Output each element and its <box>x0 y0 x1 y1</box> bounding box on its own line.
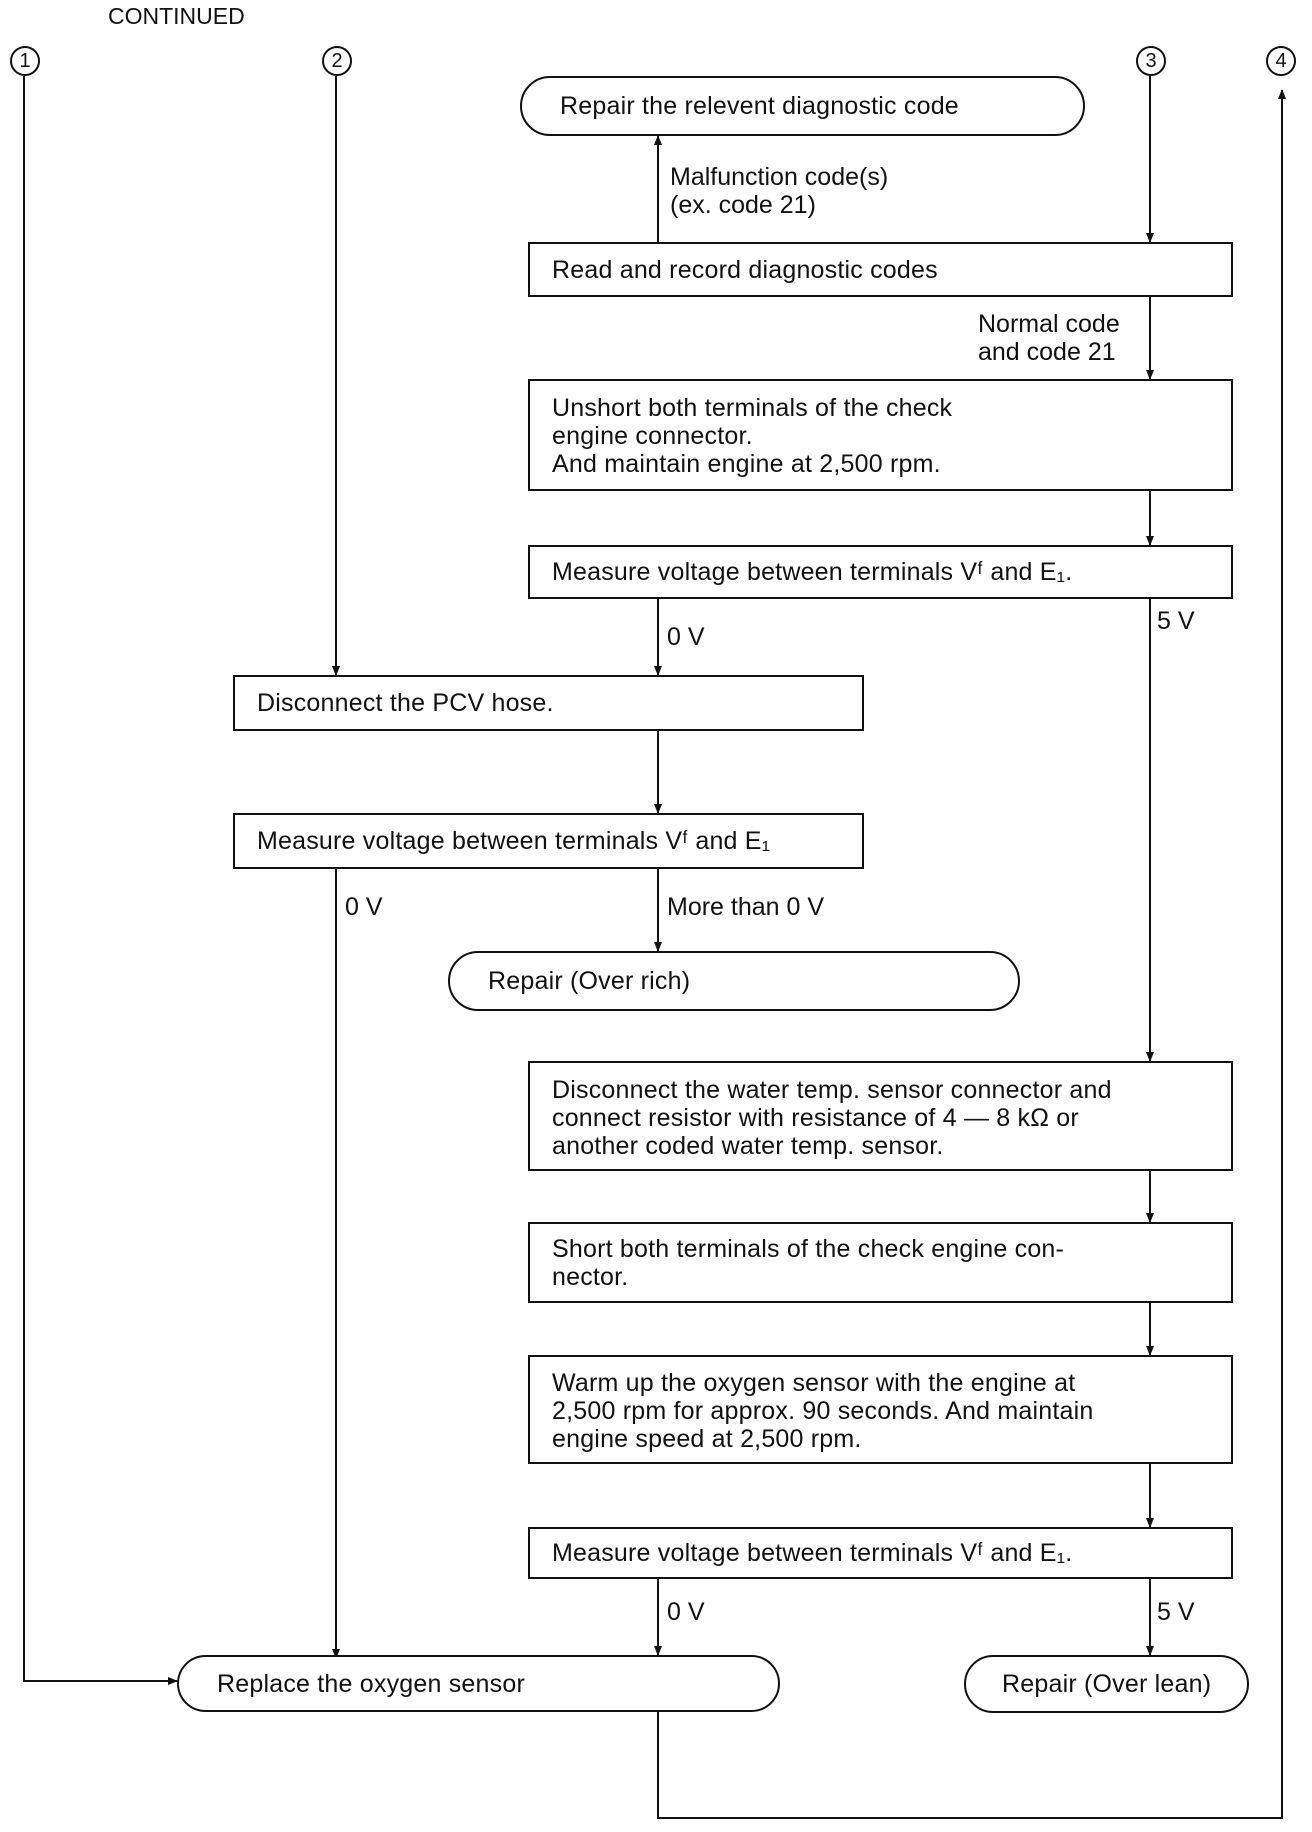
repair-over-lean-node: Repair (Over lean) <box>964 1655 1249 1713</box>
continued-header: CONTINUED <box>108 3 245 29</box>
measure-voltage-2-node: Measure voltage between terminals Vᶠ and… <box>233 813 864 869</box>
m1-5v-label: 5 V <box>1157 607 1195 635</box>
read-record-node: Read and record diagnostic codes <box>528 242 1233 297</box>
connector-4-marker: 4 <box>1266 46 1296 76</box>
flow-line-to-connector-4 <box>657 89 1286 1819</box>
malfunction-label: Malfunction code(s) (ex. code 21) <box>670 163 889 219</box>
replace-oxygen-sensor-node: Replace the oxygen sensor <box>177 1655 780 1712</box>
unshort-node: Unshort both terminals of the check engi… <box>528 379 1233 491</box>
connector-3-marker: 3 <box>1136 46 1166 76</box>
repair-relevent-node: Repair the relevent diagnostic code <box>520 76 1085 136</box>
repair-over-rich-node: Repair (Over rich) <box>448 951 1020 1011</box>
warm-up-node: Warm up the oxygen sensor with the engin… <box>528 1355 1233 1464</box>
m2-more-label: More than 0 V <box>667 893 825 921</box>
m1-0v-label: 0 V <box>667 623 705 651</box>
m3-0v-label: 0 V <box>667 1598 705 1626</box>
m2-0v-label: 0 V <box>345 893 383 921</box>
connector-1-marker: 1 <box>10 46 40 76</box>
connector-2-marker: 2 <box>322 46 352 76</box>
disconnect-pcv-node: Disconnect the PCV hose. <box>233 675 864 731</box>
measure-voltage-1-node: Measure voltage between terminals Vᶠ and… <box>528 545 1233 599</box>
short-both-node: Short both terminals of the check engine… <box>528 1222 1233 1303</box>
flow-line-connector-1 <box>23 76 178 1685</box>
m3-5v-label: 5 V <box>1157 1598 1195 1626</box>
measure-voltage-3-node: Measure voltage between terminals Vᶠ and… <box>528 1527 1233 1579</box>
normal-code-label: Normal code and code 21 <box>978 310 1120 366</box>
disconnect-water-node: Disconnect the water temp. sensor connec… <box>528 1061 1233 1171</box>
